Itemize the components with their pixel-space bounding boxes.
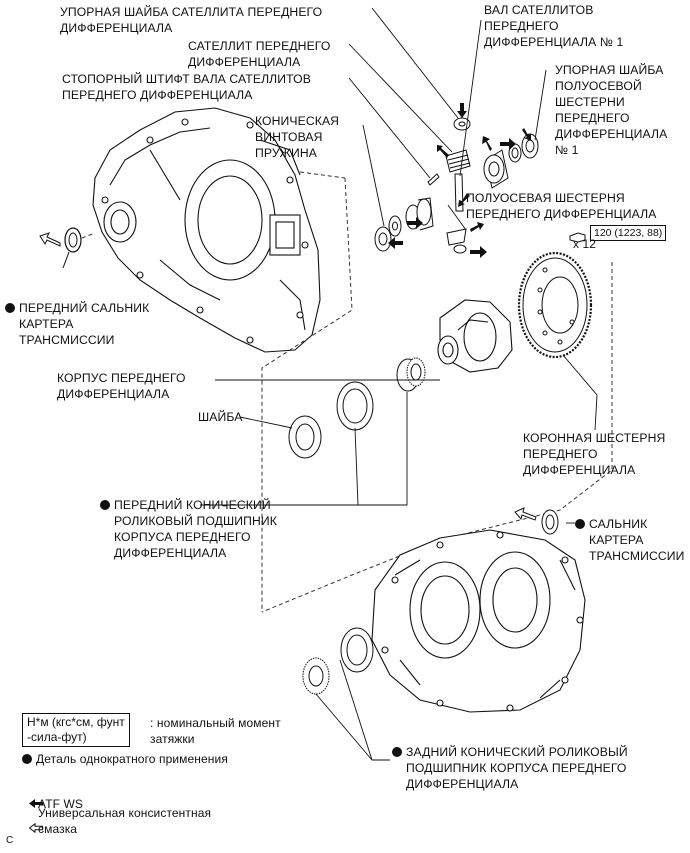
grease-arrow-icon [22,805,43,837]
legend-grease-text: Универсальная консистентная смазка [38,806,212,836]
legend-non-reusable-text: Деталь однократного применения [36,752,228,766]
legend-atf: ATF WS [22,780,83,812]
legend-grease: Универсальная консистентная смазка [22,805,211,837]
pinion-shaft-pin [427,173,440,186]
front-transmission-case [92,107,321,353]
atf-arrow-icon [22,780,43,812]
label-front-oil-seal: ПЕРЕДНИЙ САЛЬНИК КАРТЕРА ТРАНСМИССИИ [5,300,149,348]
label-rear-bearing-text: ЗАДНИЙ КОНИЧЕСКИЙ РОЛИКОВЫЙ ПОДШИПНИК КО… [406,745,628,791]
label-case-oil-seal: САЛЬНИК КАРТЕРА ТРАНСМИССИИ [575,516,685,564]
side-gear-thrust-washer-right [508,133,539,163]
label-side-gear-thrust-washer: УПОРНАЯ ШАЙБА ПОЛУОСЕВОЙ ШЕСТЕРНИ ПЕРЕДН… [555,63,668,157]
label-ring-gear: КОРОННАЯ ШЕСТЕРНЯ ПЕРЕДНЕГО ДИФФЕРЕНЦИАЛ… [523,431,666,477]
label-side-gear: ПОЛУОСЕВАЯ ШЕСТЕРНЯ ПЕРЕДНЕГО ДИФФЕРЕНЦИ… [466,191,657,221]
atf-arrows [388,103,531,258]
ring-gear-bolt [569,232,586,243]
label-case-oil-seal-text: САЛЬНИК КАРТЕРА ТРАНСМИССИИ [589,517,685,563]
pinion-gear-bottom [446,228,467,254]
front-bearing-cone [396,357,426,392]
figure-code: C [6,835,13,846]
label-pinion-shaft: ВАЛ САТЕЛЛИТОВ ПЕРЕДНЕГО ДИФФЕРЕНЦИАЛА №… [484,3,624,49]
side-gear-left [374,215,402,252]
front-oil-seal [39,227,82,269]
label-front-oil-seal-text: ПЕРЕДНИЙ САЛЬНИК КАРТЕРА ТРАНСМИССИИ [19,301,150,347]
label-conical-spring: КОНИЧЕСКАЯ ВИНТОВАЯ ПРУЖИНА [255,114,340,160]
legend-torque-unit-box: Н*м (кгс*см, фунт -сила-фут) [22,713,130,747]
label-pinion-thrust-washer: УПОРНАЯ ШАЙБА САТЕЛЛИТА ПЕРЕДНЕГО ДИФФЕР… [60,5,323,35]
legend-non-reusable: Деталь однократного применения [22,751,228,767]
label-pinion-gear: САТЕЛЛИТ ПЕРЕДНЕГО ДИФФЕРЕНЦИАЛА [188,39,331,69]
label-diff-case: КОРПУС ПЕРЕДНЕГО ДИФФЕРЕНЦИАЛА [57,371,186,401]
case-oil-seal [514,507,559,535]
legend-torque-unit-desc: : номинальный момент затяжки [150,716,281,746]
label-front-bearing: ПЕРЕДНИЙ КОНИЧЕСКИЙ РОЛИКОВЫЙ ПОДШИПНИК … [100,497,277,561]
legend-atf-text: ATF WS [38,797,84,811]
torque-spec-box: 120 (1223, 88) [590,225,667,241]
pinion-thrust-washer-top [453,117,471,131]
pinion-gear-top [445,149,471,173]
washer-part [288,415,322,459]
alignment-dashed-lines [81,171,613,613]
label-washer: ШАЙБА [198,410,243,424]
rear-transmission-case [371,529,586,713]
label-rear-bearing: ЗАДНИЙ КОНИЧЕСКИЙ РОЛИКОВЫЙ ПОДШИПНИК КО… [392,744,628,792]
label-front-bearing-text: ПЕРЕДНИЙ КОНИЧЕСКИЙ РОЛИКОВЫЙ ПОДШИПНИК … [114,498,277,560]
rear-bearing-outer-race [340,627,374,673]
side-gear-right [483,149,509,189]
torque-bolt-count: x 12 [573,237,597,251]
front-bearing-outer-race [336,381,374,431]
differential-case [437,299,513,373]
ring-gear [517,251,593,359]
rear-bearing-cone [302,657,330,695]
leader-lines [200,7,598,761]
label-pinion-shaft-pin: СТОПОРНЫЙ ШТИФТ ВАЛА САТЕЛЛИТОВ ПЕРЕДНЕГ… [62,72,311,102]
